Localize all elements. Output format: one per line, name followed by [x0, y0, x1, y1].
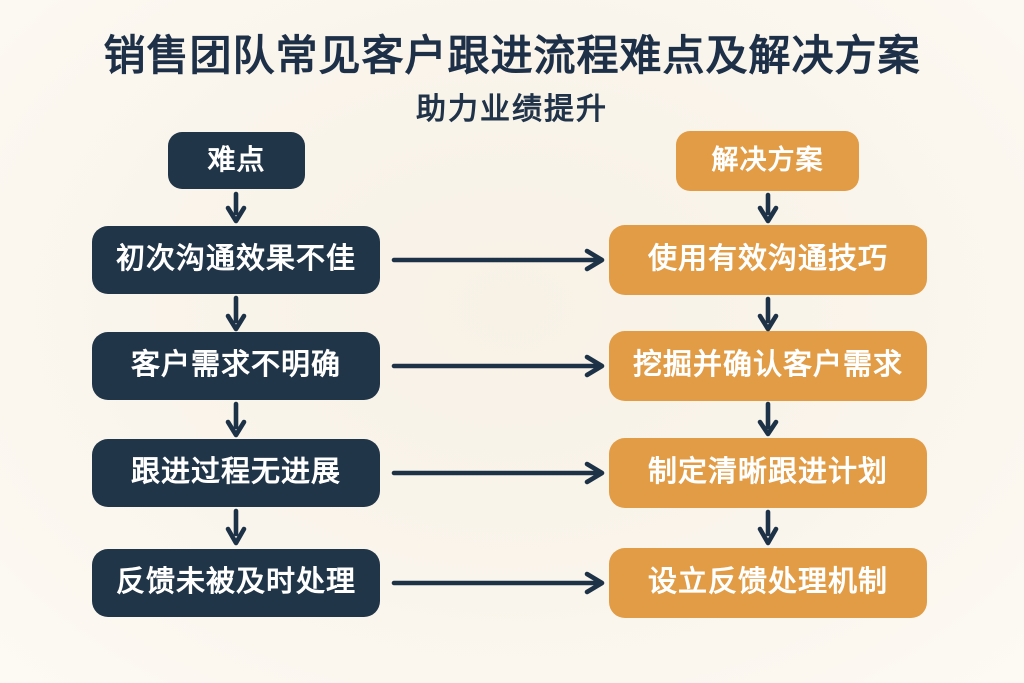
solution-box-2: 挖掘并确认客户需求 — [609, 331, 927, 401]
arrow-row4-difficulty-to-solution — [391, 571, 605, 595]
difficulty-box-4: 反馈未被及时处理 — [92, 549, 380, 617]
arrow-solution-header-to-row1 — [757, 192, 779, 224]
arrow-difficulty-row2-to-row3 — [225, 401, 247, 438]
difficulty-box-2: 客户需求不明确 — [92, 332, 380, 400]
arrow-difficulty-row1-to-row2 — [225, 295, 247, 332]
difficulty-column-header: 难点 — [168, 132, 305, 189]
arrow-row1-difficulty-to-solution — [391, 248, 605, 272]
page-title: 销售团队常见客户跟进流程难点及解决方案 — [103, 32, 921, 79]
arrow-row3-difficulty-to-solution — [391, 461, 605, 485]
solution-box-4: 设立反馈处理机制 — [609, 548, 927, 618]
difficulty-box-1: 初次沟通效果不佳 — [92, 226, 380, 294]
solution-box-1: 使用有效沟通技巧 — [609, 225, 927, 295]
arrow-row2-difficulty-to-solution — [391, 354, 605, 378]
arrow-solution-row1-to-row2 — [757, 296, 779, 332]
arrow-difficulty-header-to-row1 — [225, 191, 247, 224]
arrow-solution-row2-to-row3 — [757, 401, 779, 437]
solution-column-header: 解决方案 — [676, 131, 859, 191]
difficulty-box-3: 跟进过程无进展 — [92, 439, 380, 507]
solution-box-3: 制定清晰跟进计划 — [609, 438, 927, 508]
arrow-solution-row3-to-row4 — [757, 509, 779, 546]
arrow-difficulty-row3-to-row4 — [225, 508, 247, 546]
page-subtitle: 助力业绩提升 — [416, 93, 608, 126]
